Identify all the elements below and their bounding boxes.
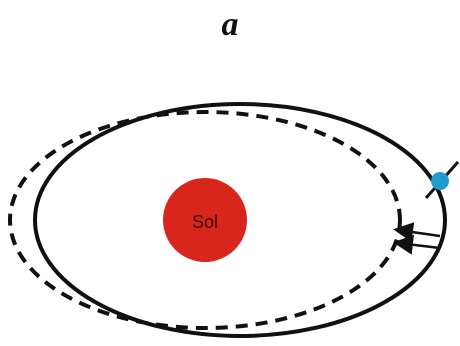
panel-label: a (221, 6, 239, 43)
planet-icon (431, 172, 449, 190)
arrow-upper (393, 222, 441, 243)
arrow-lower (393, 234, 441, 255)
sun-label: Sol (192, 212, 218, 232)
dashed-orbit (8, 110, 402, 330)
solid-orbit (33, 102, 447, 338)
sun-circle (163, 178, 247, 262)
